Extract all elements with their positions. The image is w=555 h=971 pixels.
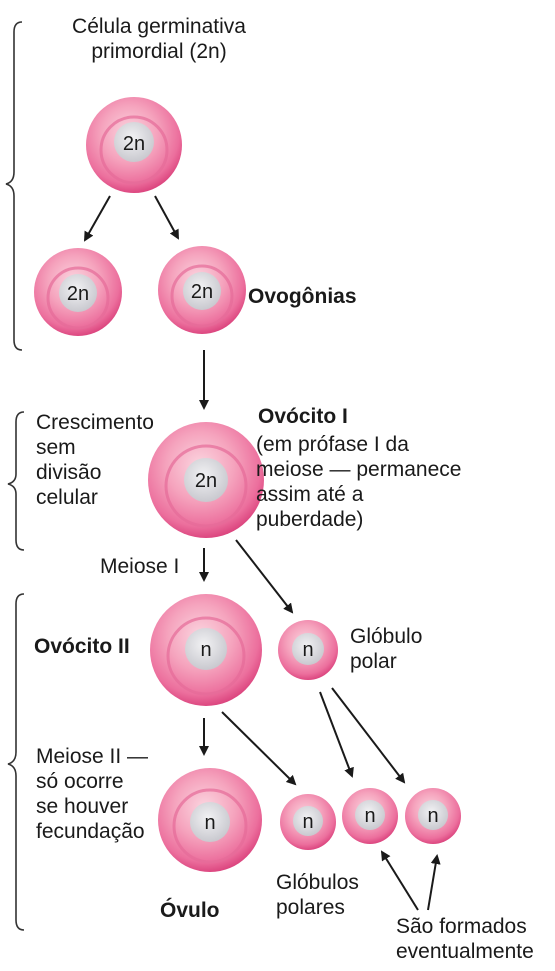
bracket-stage-3: [7, 593, 25, 931]
label-globulos-polares: Glóbulos polares: [276, 871, 359, 919]
cell-primordial-label: 2n: [123, 133, 145, 155]
cell-ovogonia-right: 2n: [158, 246, 246, 334]
cell-polar-3-label: n: [427, 805, 438, 827]
label-meiose-2: Meiose II — só ocorre se houver fecundaç…: [36, 745, 149, 843]
arrow-ovocito1-to-globulo-polar: [235, 539, 294, 614]
label-ovulo: Óvulo: [160, 899, 220, 922]
cell-ovocito-2-label: n: [200, 639, 211, 661]
cell-polar-1-label: n: [302, 811, 313, 833]
cell-globulo-polar-label: n: [302, 639, 313, 661]
cell-polar-2: n: [342, 788, 398, 844]
label-ovogonias: Ovogônias: [248, 285, 357, 308]
cell-ovocito-1-label: 2n: [195, 470, 217, 492]
arrow-formados-to-polar-2: [380, 850, 419, 911]
cell-polar-1: n: [280, 794, 336, 850]
arrow-primordial-to-ovogonia-right: [154, 195, 179, 240]
cell-ovogonia-left-label: 2n: [67, 283, 89, 305]
cell-polar-2-label: n: [364, 805, 375, 827]
cell-ovogonia-right-label: 2n: [191, 281, 213, 303]
label-primordial: Célula germinativa primordial (2n): [72, 15, 246, 63]
label-ovocito-1-desc: (em prófase I da meiose — permanece assi…: [256, 433, 462, 531]
label-meiose-1: Meiose I: [100, 555, 180, 578]
cell-polar-3: n: [405, 788, 461, 844]
arrow-globulo-to-polar-2: [319, 691, 354, 778]
cell-ovogonia-left: 2n: [34, 248, 122, 336]
label-ovocito-2: Ovócito II: [34, 635, 130, 658]
cell-globulo-polar: n: [278, 620, 338, 680]
cell-ovulo-label: n: [204, 812, 215, 834]
label-ovocito-1-title: Ovócito I: [258, 405, 348, 428]
label-globulo-polar: Glóbulo polar: [350, 625, 423, 673]
arrow-ovocito2-to-polar-1: [221, 711, 297, 786]
arrow-primordial-to-ovogonia-left: [84, 195, 111, 242]
cell-ovulo: n: [158, 768, 262, 872]
bracket-stage-2: [7, 411, 25, 551]
bracket-stage-1: [5, 21, 23, 351]
label-crescimento: Crescimento sem divisão celular: [36, 411, 154, 509]
cell-primordial: 2n: [86, 97, 182, 193]
label-formados: São formados eventualmente: [396, 915, 534, 963]
cell-ovocito-2: n: [150, 594, 262, 706]
arrow-formados-to-polar-3: [427, 854, 441, 911]
cell-ovocito-1: 2n: [148, 422, 264, 538]
arrow-globulo-to-polar-3: [331, 687, 406, 784]
